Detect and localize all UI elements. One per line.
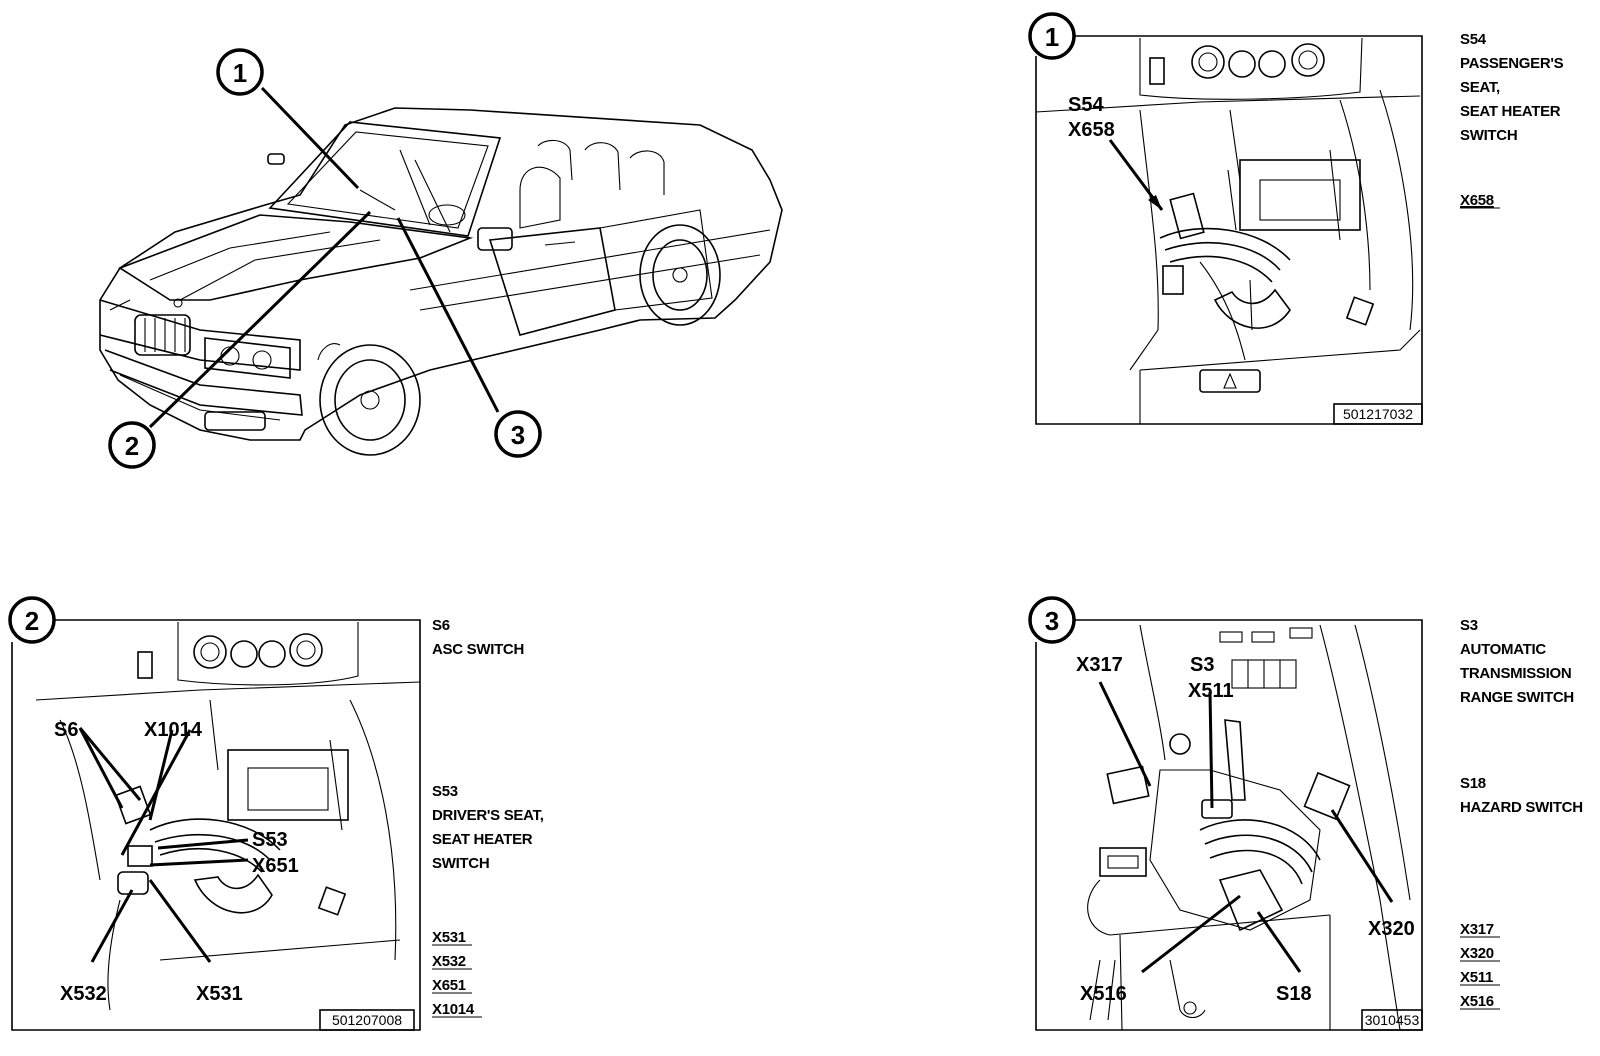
svg-text:PASSENGER'S: PASSENGER'S [1460,55,1564,72]
svg-text:SEAT HEATER: SEAT HEATER [1460,103,1561,120]
label-s3: S3 [1190,654,1214,676]
panel-3-connector-x317: X317 [1460,921,1494,938]
panel-3-connector-x320: X320 [1460,945,1494,962]
panel-1-connector-x658: X658 [1460,192,1494,209]
label-x532: X532 [60,983,107,1005]
panel-1-caption: S54 PASSENGER'S SEAT, SEAT HEATER SWITCH… [1460,31,1564,209]
svg-text:AUTOMATIC: AUTOMATIC [1460,641,1546,658]
label-s18: S18 [1276,983,1312,1005]
callout-3: 3 [494,410,542,458]
panel-3-connector-x511: X511 [1460,969,1493,986]
svg-text:SEAT HEATER: SEAT HEATER [432,831,533,848]
panel-2-code: 501207008 [332,1012,402,1028]
svg-text:2: 2 [125,431,139,461]
label-x658: X658 [1068,119,1115,141]
car-illustration [99,107,783,456]
svg-text:S3: S3 [1460,617,1478,634]
panel-3-number: 3 [1045,606,1059,636]
svg-text:1: 1 [233,58,247,88]
label-x511: X511 [1188,680,1234,702]
svg-text:HAZARD SWITCH: HAZARD SWITCH [1460,799,1583,816]
car-callout-leaders [148,86,500,429]
callout-2: 2 [108,421,156,469]
panel-3-code: 3010453 [1365,1012,1420,1028]
svg-text:SWITCH: SWITCH [1460,127,1517,144]
panel-2-connector-x531: X531 [432,929,466,946]
panel-2: 501207008 2 S6 X1014 S53 X651 X532 X531 [8,596,421,1031]
panel-2-number: 2 [25,606,39,636]
panel-3: 3010453 3 X317 S3 X511 X320 X516 S18 [1028,596,1423,1031]
svg-text:ASC SWITCH: ASC SWITCH [432,641,524,658]
panel-2-connector-x1014: X1014 [432,1001,475,1018]
svg-text:S18: S18 [1460,775,1486,792]
panel-1-code: 501217032 [1343,406,1413,422]
callout-1: 1 [216,48,264,96]
label-x1014: X1014 [144,719,203,741]
panel-3-connector-x516: X516 [1460,993,1494,1010]
label-x317: X317 [1076,654,1123,676]
panel-1-number: 1 [1045,22,1059,52]
svg-text:DRIVER'S SEAT,: DRIVER'S SEAT, [432,807,544,824]
label-x651: X651 [252,855,299,877]
label-s53: S53 [252,829,288,851]
panel-2-connector-x532: X532 [432,953,466,970]
svg-text:SWITCH: SWITCH [432,855,489,872]
svg-text:TRANSMISSION: TRANSMISSION [1460,665,1571,682]
label-x531: X531 [196,983,243,1005]
label-x320: X320 [1368,918,1415,940]
svg-text:RANGE SWITCH: RANGE SWITCH [1460,689,1574,706]
panel-2-connector-x651: X651 [432,977,466,994]
panel-2-caption: S6 ASC SWITCH S53 DRIVER'S SEAT, SEAT HE… [432,617,544,1018]
panel-3-caption: S3 AUTOMATIC TRANSMISSION RANGE SWITCH S… [1460,617,1583,1010]
svg-text:S54: S54 [1460,31,1487,48]
svg-text:S53: S53 [432,783,458,800]
svg-text:3: 3 [511,420,525,450]
label-x516: X516 [1080,983,1127,1005]
svg-text:S6: S6 [432,617,450,634]
label-s6: S6 [54,719,78,741]
label-s54: S54 [1068,94,1104,116]
panel-1: 501217032 1 S54 X658 [1028,12,1423,425]
svg-text:SEAT,: SEAT, [1460,79,1500,96]
